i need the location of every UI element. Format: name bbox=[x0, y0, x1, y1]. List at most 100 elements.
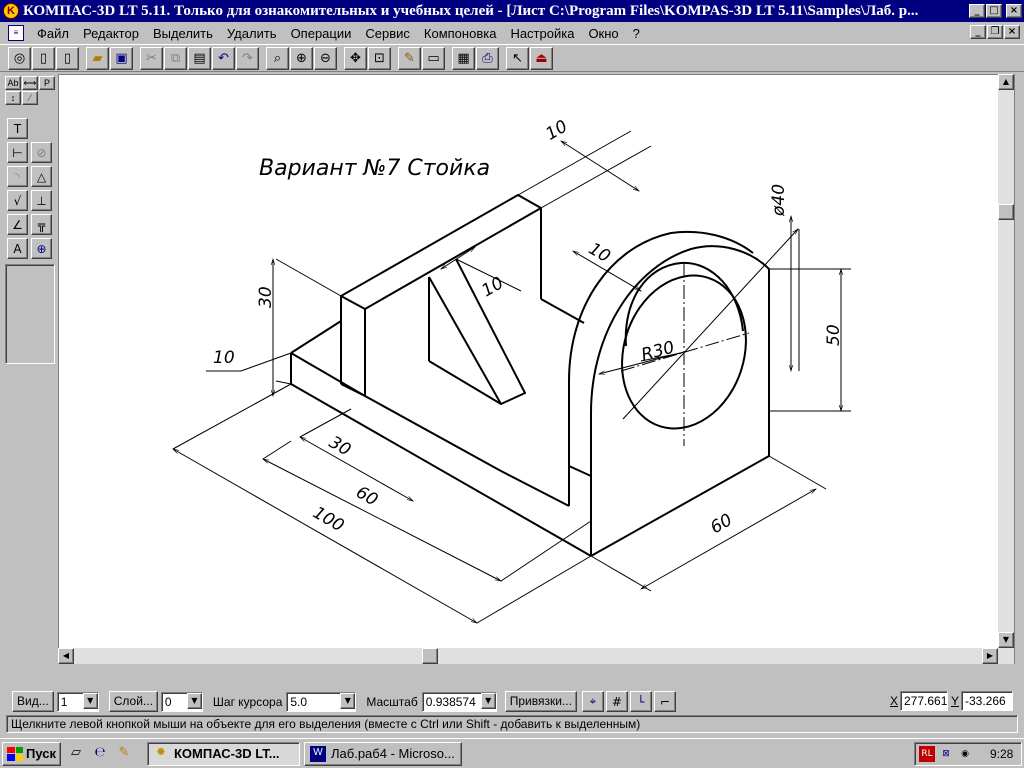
open-folder-icon[interactable]: ▰ bbox=[86, 46, 109, 70]
scale-dropdown-icon[interactable]: ▼ bbox=[480, 692, 496, 709]
grid-icon[interactable]: # bbox=[605, 691, 628, 712]
tab-geometry[interactable]: Ab bbox=[5, 76, 21, 90]
ortho-icon[interactable]: ⌐ bbox=[653, 691, 676, 712]
menu-help[interactable]: ? bbox=[632, 25, 640, 41]
panel-icon[interactable]: ▭ bbox=[422, 46, 445, 70]
vscroll-thumb[interactable] bbox=[998, 204, 1014, 220]
roughness-tool-icon[interactable]: √ bbox=[7, 190, 28, 211]
vertical-scrollbar[interactable]: ▲ ▼ bbox=[998, 74, 1014, 648]
horizontal-scrollbar[interactable]: ◀ ▶ bbox=[58, 648, 1014, 664]
new-fragment-icon[interactable]: ▯ bbox=[56, 46, 79, 70]
hscroll-thumb[interactable] bbox=[422, 648, 438, 664]
print-icon[interactable]: ⎙ bbox=[476, 46, 499, 70]
dim-100: 100 bbox=[309, 503, 347, 537]
scroll-down-icon[interactable]: ▼ bbox=[998, 632, 1014, 648]
zoom-window-icon[interactable]: ⌕ bbox=[266, 46, 289, 70]
view-dropdown-icon[interactable]: ▼ bbox=[82, 692, 98, 709]
zoom-out-icon[interactable]: ⊖ bbox=[314, 46, 337, 70]
menu-edit[interactable]: Редактор bbox=[82, 25, 139, 41]
dim-diameter-40: ø40 bbox=[769, 184, 789, 217]
menu-bar: ≡ Файл Редактор Выделить Удалить Операци… bbox=[0, 22, 1024, 44]
minimize-button[interactable]: _ bbox=[969, 4, 985, 18]
taskbar: Пуск ▱ ℮ ✎ ✹ КОМПАС-3D LT... W Лаб.раб4 … bbox=[0, 738, 1024, 768]
table-tool-icon[interactable]: ╦ bbox=[31, 214, 52, 235]
zoom-in-icon[interactable]: ⊕ bbox=[290, 46, 313, 70]
dim-60-right: 60 bbox=[707, 510, 736, 538]
redo-icon[interactable]: ↷ bbox=[236, 46, 259, 70]
step-dropdown-icon[interactable]: ▼ bbox=[340, 692, 356, 709]
undo-icon[interactable]: ↶ bbox=[212, 46, 235, 70]
tab-measure-icon[interactable]: ↕ bbox=[5, 91, 21, 105]
task-kompas[interactable]: ✹ КОМПАС-3D LT... bbox=[147, 741, 300, 766]
circle-tool-icon[interactable]: ⊘ bbox=[31, 142, 52, 163]
zoom-all-icon[interactable]: ⊡ bbox=[368, 46, 391, 70]
pencil-icon[interactable]: ✎ bbox=[398, 46, 421, 70]
show-desktop-icon[interactable]: ▱ bbox=[71, 744, 81, 760]
dim-10-top: 10 bbox=[542, 117, 571, 145]
label-tool-icon[interactable]: A bbox=[7, 238, 28, 259]
layer-dropdown-icon[interactable]: ▼ bbox=[186, 692, 202, 709]
tab-dimensions-icon[interactable]: ⟷ bbox=[22, 76, 38, 90]
scale-select[interactable]: 0.938574 ▼ bbox=[421, 691, 497, 712]
drawing-canvas[interactable]: Вариант №7 Стойка 10 ø40 10 10 30 10 R30… bbox=[58, 74, 998, 648]
angle-tool-icon[interactable]: △ bbox=[31, 166, 52, 187]
exit-icon[interactable]: ⏏ bbox=[530, 46, 553, 70]
menu-file[interactable]: Файл bbox=[37, 25, 69, 41]
leader-tool-icon[interactable]: ∠ bbox=[7, 214, 28, 235]
paste-icon[interactable]: ▤ bbox=[188, 46, 211, 70]
task-word[interactable]: W Лаб.раб4 - Microso... bbox=[304, 741, 462, 766]
snap-target-icon[interactable]: ⌖ bbox=[581, 691, 604, 712]
arc-tool-icon[interactable]: ◝ bbox=[7, 166, 28, 187]
menu-settings[interactable]: Настройка bbox=[510, 25, 575, 41]
close-button[interactable]: × bbox=[1006, 4, 1022, 18]
new-sheet-icon[interactable]: ▯ bbox=[32, 46, 55, 70]
layer-button[interactable]: Слой... bbox=[108, 691, 158, 712]
dim-10-left: 10 bbox=[213, 348, 235, 368]
title-bar[interactable]: K КОМПАС-3D LT 5.11. Только для ознакоми… bbox=[0, 0, 1024, 22]
clock: 9:28 bbox=[990, 747, 1014, 761]
crosshair-tool-icon[interactable]: ⊕ bbox=[31, 238, 52, 259]
save-icon[interactable]: ▣ bbox=[110, 46, 133, 70]
maximize-button[interactable]: □ bbox=[986, 4, 1002, 18]
menu-service[interactable]: Сервис bbox=[365, 25, 410, 41]
menu-window[interactable]: Окно bbox=[588, 25, 619, 41]
axes-icon[interactable]: └ bbox=[629, 691, 652, 712]
network-icon[interactable]: ⊠ bbox=[942, 749, 950, 759]
scroll-left-icon[interactable]: ◀ bbox=[58, 648, 74, 664]
language-indicator[interactable]: RL bbox=[919, 746, 935, 762]
scroll-up-icon[interactable]: ▲ bbox=[998, 74, 1014, 90]
document-icon[interactable]: ≡ bbox=[8, 25, 24, 41]
menu-operations[interactable]: Операции bbox=[290, 25, 352, 41]
text-tool-icon[interactable]: T bbox=[7, 118, 28, 139]
copy-icon[interactable]: ⧉ bbox=[164, 46, 187, 70]
start-button[interactable]: Пуск bbox=[2, 741, 61, 766]
doc-close-button[interactable]: × bbox=[1004, 25, 1020, 39]
quicklaunch-ie-icon[interactable]: ℮ bbox=[94, 744, 106, 760]
tab-edit[interactable]: P bbox=[39, 76, 55, 90]
tab-param-icon[interactable]: ⁄ bbox=[22, 91, 38, 105]
view-select[interactable]: 1 ▼ bbox=[56, 691, 99, 712]
help-pointer-icon[interactable]: ↖ bbox=[506, 46, 529, 70]
pan-icon[interactable]: ✥ bbox=[344, 46, 367, 70]
doc-restore-button[interactable]: ❐ bbox=[987, 25, 1003, 39]
base-tool-icon[interactable]: ⊥ bbox=[31, 190, 52, 211]
menu-delete[interactable]: Удалить bbox=[226, 25, 277, 41]
cut-icon[interactable]: ✂ bbox=[140, 46, 163, 70]
scroll-right-icon[interactable]: ▶ bbox=[982, 648, 998, 664]
camera-icon[interactable]: ◎ bbox=[8, 46, 31, 70]
doc-minimize-button[interactable]: _ bbox=[970, 25, 986, 39]
kompas-logo-icon[interactable]: K bbox=[3, 3, 19, 19]
menu-select[interactable]: Выделить bbox=[152, 25, 213, 41]
snaps-button[interactable]: Привязки... bbox=[504, 691, 577, 712]
layer-select[interactable]: 0 ▼ bbox=[160, 691, 203, 712]
task-kompas-label: КОМПАС-3D LT... bbox=[174, 746, 280, 761]
quicklaunch-tool-icon[interactable]: ✎ bbox=[118, 744, 130, 760]
view-button[interactable]: Вид... bbox=[12, 691, 54, 712]
volume-icon[interactable]: ◉ bbox=[961, 749, 969, 759]
step-select[interactable]: 5.0 ▼ bbox=[286, 691, 357, 712]
menu-layout[interactable]: Компоновка bbox=[423, 25, 497, 41]
dim-30-base: 30 bbox=[325, 432, 354, 460]
dimension-tool-icon[interactable]: ⊢ bbox=[7, 142, 28, 163]
print-preview-icon[interactable]: ▦ bbox=[452, 46, 475, 70]
y-coord-label: Y bbox=[951, 694, 960, 708]
